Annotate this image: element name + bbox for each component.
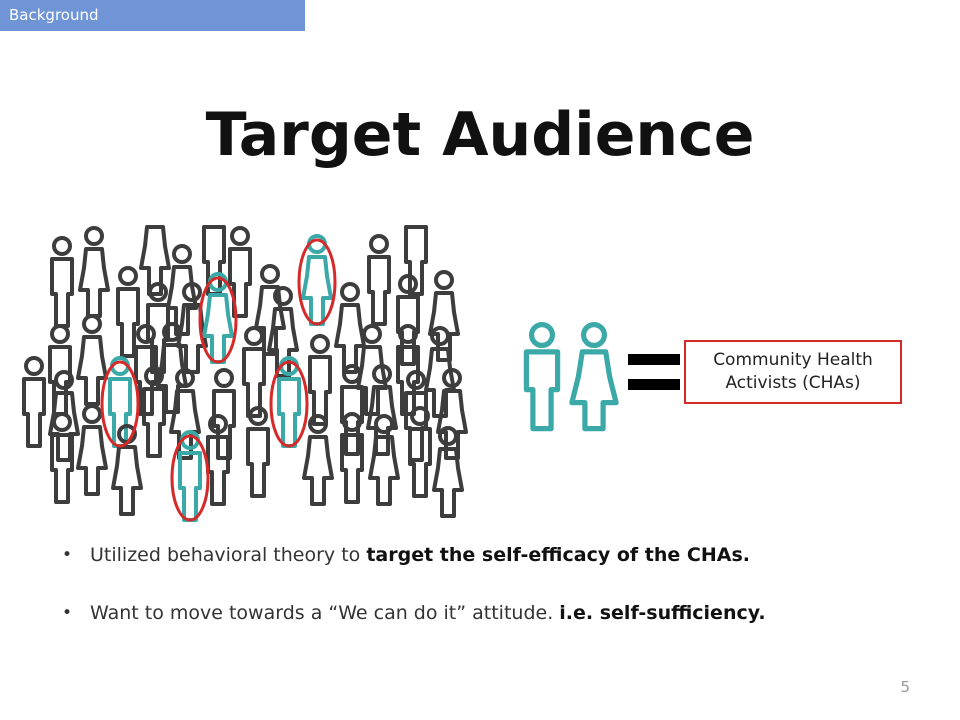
person-icon: [116, 266, 140, 358]
person-icon: [334, 282, 366, 374]
person-icon: [340, 412, 364, 504]
bullet-text: Utilized behavioral theory to: [90, 544, 367, 566]
person-icon: [302, 414, 334, 506]
person-icon: [367, 234, 391, 326]
bullet-list: • Utilized behavioral theory to target th…: [62, 538, 942, 630]
bullet-item: • Utilized behavioral theory to target th…: [62, 538, 942, 572]
bullet-dot: •: [62, 603, 73, 623]
person-icon: [246, 406, 270, 498]
person-icon: [569, 322, 619, 432]
person-icon: [202, 224, 226, 296]
person-icon: [340, 364, 364, 456]
slide-title: Target Audience: [205, 100, 755, 170]
section-tab: Background: [0, 0, 305, 31]
highlight-ring: [297, 238, 337, 326]
person-icon: [78, 226, 110, 318]
equals-icon: [628, 354, 680, 390]
person-icon: [212, 368, 236, 460]
person-icon: [428, 270, 460, 362]
bullet-emphasis: i.e. self-sufficiency.: [559, 602, 766, 624]
person-icon: [242, 326, 266, 418]
highlight-ring: [100, 360, 140, 448]
bullet-emphasis: target the self-efficacy of the CHAs.: [366, 544, 750, 566]
page-number: 5: [900, 678, 910, 696]
definition-line-1: Community Health: [713, 350, 873, 370]
definition-box: Community Health Activists (CHAs): [684, 340, 902, 404]
person-icon: [523, 322, 561, 432]
person-icon: [50, 236, 74, 328]
bullet-item: • Want to move towards a “We can do it” a…: [62, 596, 942, 630]
person-icon: [308, 334, 332, 426]
crowd-illustration: [22, 224, 468, 522]
person-icon: [48, 324, 72, 416]
person-icon: [22, 356, 46, 448]
highlight-ring: [170, 434, 210, 522]
definition-line-2: Activists (CHAs): [725, 373, 861, 393]
bullet-dot: •: [62, 545, 73, 565]
bullet-text: Want to move towards a “We can do it” at…: [90, 602, 560, 624]
cha-pair-illustration: [523, 322, 619, 432]
highlight-ring: [269, 360, 309, 448]
highlight-ring: [198, 276, 238, 364]
